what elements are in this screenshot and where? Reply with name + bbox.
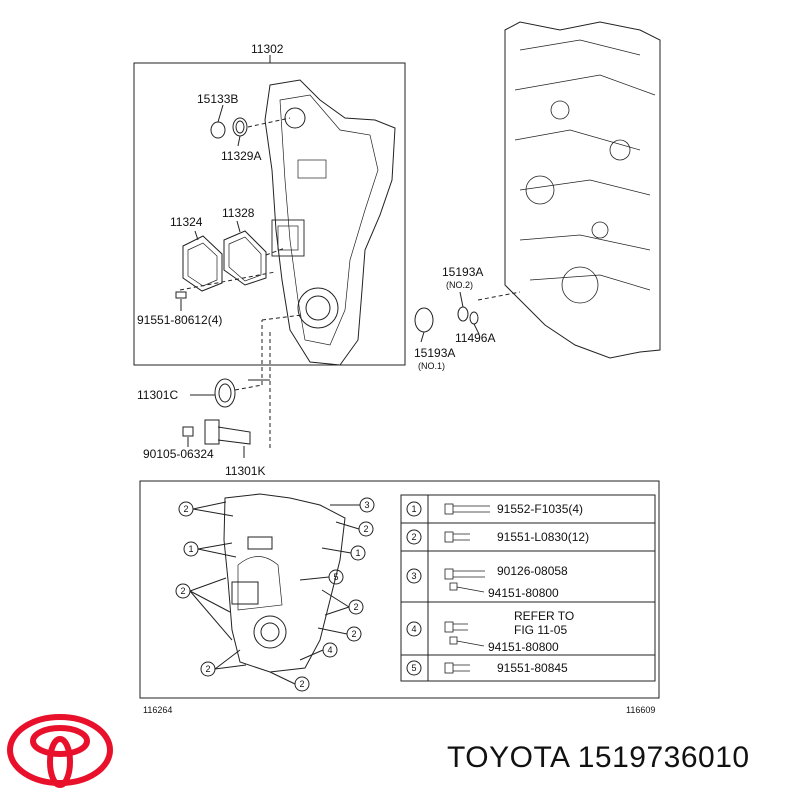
legend-table [400,494,656,682]
callout-3: 3 [364,500,369,510]
ref-left: 116264 [143,705,173,715]
legend-part: 91552-F1035(4) [497,502,584,516]
legend-num-3: 3 [411,571,416,581]
label-oring2-code: 15193A [442,265,484,279]
legend-num-1: 1 [411,504,416,514]
label-cover: 11324 [170,215,203,229]
callout-5: 5 [333,572,338,582]
legend-part: 94151-80800 [488,640,559,654]
legend-part: REFER TO [514,609,575,623]
callout-1: 1 [188,544,193,554]
legend-part: FIG 11-05 [514,623,568,637]
label-oring-small: 11496A [455,331,496,345]
label-oring2-note: (NO.2) [446,280,473,290]
label-cover-gasket: 11328 [222,206,255,220]
mini-timing-cover [223,493,346,673]
label-plug-gasket: 11329A [221,149,262,163]
engine-block [504,21,661,359]
brand-part-number: TOYOTA 1519736010 [447,741,750,774]
legend-num-5: 5 [411,663,416,673]
label-oring1-note: (NO.1) [418,361,445,371]
label-bolt-sensor: 90105-06324 [143,447,214,461]
legend-num-2: 2 [411,532,416,542]
legend-part: 94151-80800 [488,586,559,600]
label-assembly: 11302 [251,42,284,56]
callout-1: 1 [355,548,360,558]
timing-cover [264,79,396,366]
callout-2: 2 [183,504,188,514]
label-sensor: 11301K [225,464,266,478]
legend-part: 90126-08058 [497,564,568,578]
callout-2: 2 [353,602,358,612]
ref-right: 116609 [626,705,656,715]
callout-2: 2 [180,586,185,596]
toyota-logo-icon [7,714,113,788]
fastener-panel [139,480,660,699]
callout-4: 4 [327,645,332,655]
callout-2: 2 [351,629,356,639]
callout-2: 2 [205,664,210,674]
label-plug: 15133B [197,92,239,106]
label-bolt-cover: 91551-80612(4) [137,313,223,327]
legend-num-4: 4 [411,624,416,634]
label-oring1-code: 15193A [414,346,456,360]
legend-part: 91551-L0830(12) [497,530,590,544]
label-oil-seal: 11301C [137,388,179,402]
callout-2: 2 [363,524,368,534]
callout-2: 2 [299,679,304,689]
legend-part: 91551-80845 [497,661,568,675]
